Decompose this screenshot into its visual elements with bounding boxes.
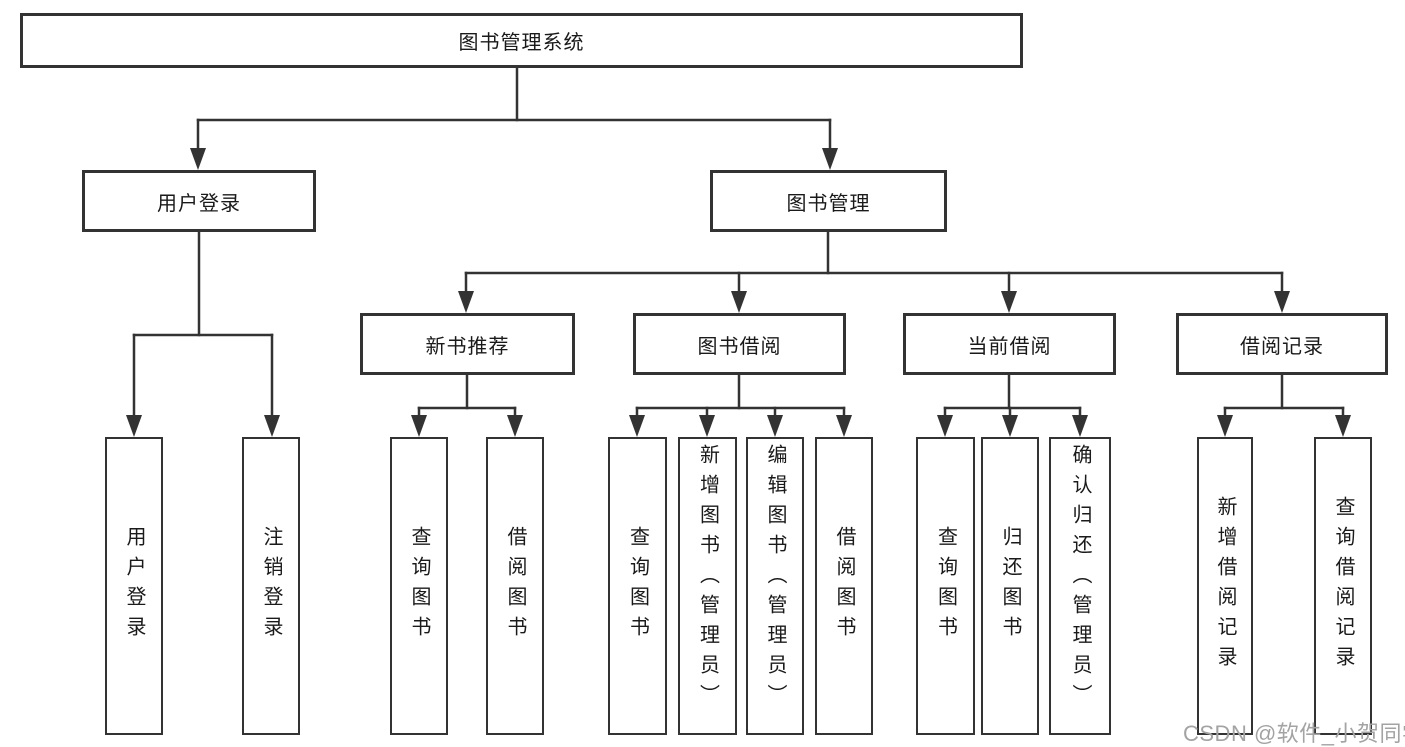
node-borrow-records-label: 借阅记录 xyxy=(1240,335,1324,358)
arrow-down-icon xyxy=(629,415,645,437)
leaf-user-login: 用户登录 xyxy=(105,437,163,735)
leaf-user-login-label: 用户登录 xyxy=(123,526,145,646)
node-current-borrow-label: 当前借阅 xyxy=(967,335,1052,358)
arrow-down-icon xyxy=(699,415,715,437)
leaf-return-books: 归还图书 xyxy=(981,437,1039,735)
leaf-logout: 注销登录 xyxy=(242,437,300,735)
leaf-add-borrow-record: 新增借阅记录 xyxy=(1197,437,1253,735)
leaf-query-books-recommend-label: 查询图书 xyxy=(408,526,430,646)
leaf-query-books-recommend: 查询图书 xyxy=(390,437,448,735)
node-book-borrow-label: 图书借阅 xyxy=(697,335,782,358)
csdn-watermark: CSDN @软件_小贺同学 xyxy=(1183,721,1405,746)
node-current-borrow: 当前借阅 xyxy=(903,313,1116,375)
leaf-edit-books-admin-label: 编辑图书（管理员） xyxy=(764,444,786,714)
leaf-logout-label: 注销登录 xyxy=(260,526,282,646)
node-root-label: 图书管理系统 xyxy=(458,32,585,54)
arrow-down-icon xyxy=(822,148,838,170)
node-user-login: 用户登录 xyxy=(82,170,316,232)
arrow-down-icon xyxy=(264,415,280,437)
arrow-down-icon xyxy=(731,291,747,313)
leaf-confirm-return-admin-label: 确认归还（管理员） xyxy=(1069,444,1091,714)
leaf-borrow-books-recommend-label: 借阅图书 xyxy=(504,526,526,646)
arrow-down-icon xyxy=(1274,291,1290,313)
leaf-borrow-books-borrow-label: 借阅图书 xyxy=(833,526,855,646)
leaf-return-books-label: 归还图书 xyxy=(999,526,1021,646)
arrow-down-icon xyxy=(507,415,523,437)
leaf-borrow-books-borrow: 借阅图书 xyxy=(815,437,873,735)
node-book-borrow: 图书借阅 xyxy=(633,313,846,375)
leaf-borrow-books-recommend: 借阅图书 xyxy=(486,437,544,735)
leaf-query-borrow-record-label: 查询借阅记录 xyxy=(1332,496,1354,676)
arrow-down-icon xyxy=(1072,415,1088,437)
arrow-down-icon xyxy=(937,415,953,437)
leaf-query-books-current-label: 查询图书 xyxy=(934,526,957,646)
arrow-down-icon xyxy=(767,415,783,437)
node-user-login-label: 用户登录 xyxy=(157,192,241,215)
leaf-query-books-borrow: 查询图书 xyxy=(608,437,667,735)
node-new-book-recommend: 新书推荐 xyxy=(360,313,575,375)
leaf-add-borrow-record-label: 新增借阅记录 xyxy=(1214,496,1236,676)
arrow-down-icon xyxy=(836,415,852,437)
arrow-down-icon xyxy=(1001,291,1017,313)
leaf-edit-books-admin: 编辑图书（管理员） xyxy=(746,437,804,735)
arrow-down-icon xyxy=(458,291,474,313)
node-book-management-label: 图书管理 xyxy=(786,192,871,215)
arrow-down-icon xyxy=(126,415,142,437)
node-root: 图书管理系统 xyxy=(20,13,1023,68)
arrow-down-icon xyxy=(1335,415,1351,437)
node-borrow-records: 借阅记录 xyxy=(1176,313,1388,375)
arrow-down-icon xyxy=(1217,415,1233,437)
arrow-down-icon xyxy=(1002,415,1018,437)
leaf-query-books-borrow-label: 查询图书 xyxy=(626,526,649,646)
node-new-book-recommend-label: 新书推荐 xyxy=(425,335,510,358)
arrow-down-icon xyxy=(411,415,427,437)
node-book-management: 图书管理 xyxy=(710,170,947,232)
leaf-query-books-current: 查询图书 xyxy=(916,437,975,735)
leaf-confirm-return-admin: 确认归还（管理员） xyxy=(1049,437,1111,735)
arrow-down-icon xyxy=(190,148,206,170)
leaf-add-books-admin-label: 新增图书（管理员） xyxy=(696,444,719,714)
leaf-query-borrow-record: 查询借阅记录 xyxy=(1314,437,1372,735)
leaf-add-books-admin: 新增图书（管理员） xyxy=(678,437,737,735)
